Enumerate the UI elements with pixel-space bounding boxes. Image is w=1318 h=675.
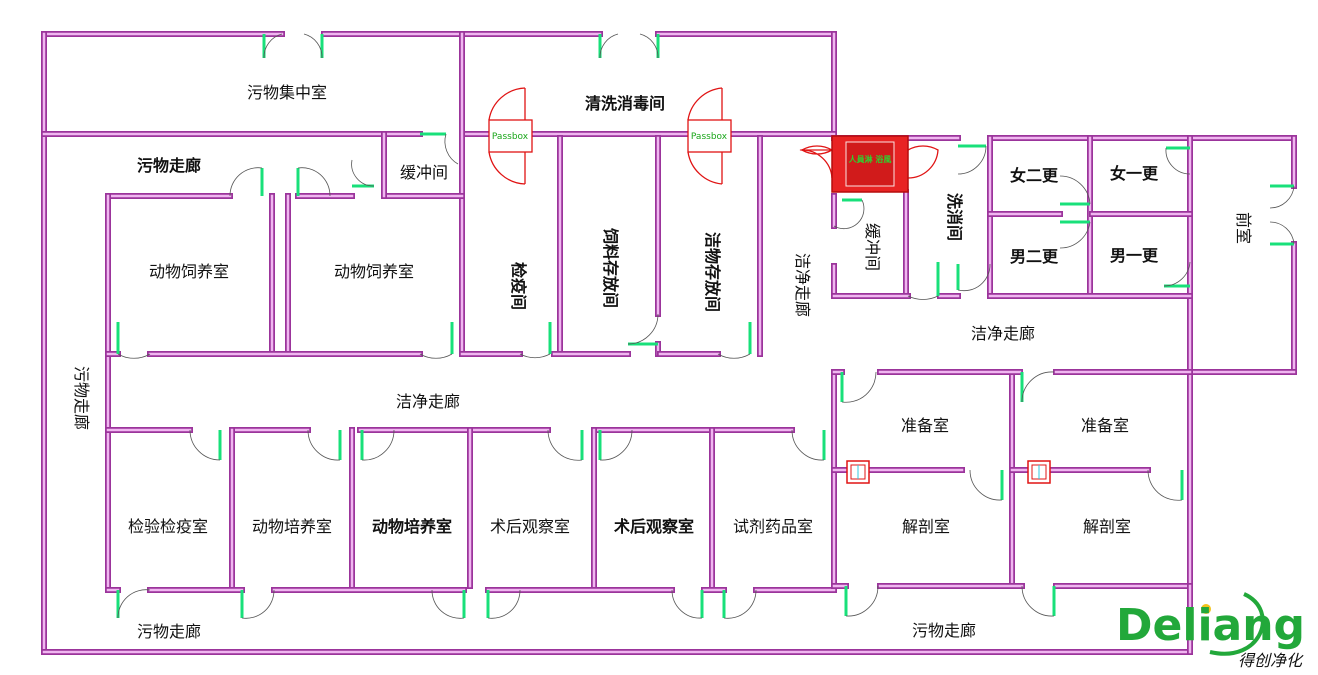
door-swing-arc [639,33,659,59]
room-animal-culture-1: 动物培养室 [252,517,332,536]
room-male-change-1: 男一更 [1110,246,1159,265]
passbox-2: Passbox [687,87,732,185]
corridor-waste-bottom-right: 污物走廊 [912,621,976,640]
door-swing-arc [1269,221,1295,245]
door-swing-arc [303,33,323,59]
room-buffer-1: 缓冲间 [400,163,448,182]
door-swing-arc [627,313,659,345]
door-swing-arc [351,159,375,187]
logo-dot-icon [1201,604,1211,614]
passbox-1-label: Passbox [492,132,529,142]
room-buffer-2: 缓冲间 [863,223,882,271]
room-quarantine: 检疫间 [509,262,528,310]
door-swing-arc [263,33,283,59]
door-swing-arc [1059,221,1091,249]
corridor-clean-east: 洁净走廊 [971,324,1035,343]
door-swing-arc [845,585,879,617]
door-swing-arc [117,353,151,359]
door-swing-arc [297,167,331,197]
logo-subtext: 得创净化 [1238,651,1304,670]
room-dissection-2: 解剖室 [1083,517,1131,536]
door-swing-arc [969,469,1003,501]
room-waste-central: 污物集中室 [247,83,327,102]
door-swing-arc [1021,371,1055,403]
door-swing-arc [1165,147,1191,175]
door-swing-arc [833,199,865,230]
corridor-waste-top: 污物走廊 [137,156,201,175]
door-swing-arc [791,429,825,461]
room-dissection-1: 解剖室 [902,517,950,536]
air-shower: 人員淋 浴風 [799,135,939,193]
door-swing-arc [841,371,877,403]
door-swing-arc [1059,175,1091,205]
room-wash-disinfect: 清洗消毒间 [585,94,665,113]
walls [41,31,1297,655]
room-male-change-2: 男二更 [1010,247,1059,266]
door-swing-arc [1021,585,1055,617]
room-female-change-1: 女一更 [1110,164,1159,183]
door-swing-arc [1269,185,1295,209]
door-swing-arc [229,167,263,197]
door-swing-arc [361,429,395,461]
door-swing-arc [1147,469,1183,501]
door-swing-arc [189,429,221,461]
corridor-clean-vertical: 洁净走廊 [793,253,812,317]
room-clean-storage: 洁物存放间 [703,232,722,312]
door-swing-arc [431,589,465,619]
room-front: 前室 [1234,212,1253,244]
door-swing-arc [957,263,991,292]
corridor-waste-bottom-left: 污物走廊 [137,622,201,641]
door-swing-arc [671,589,703,619]
door-swing-arc [599,429,633,461]
passbox-2-label: Passbox [691,132,728,142]
door-swing-arc [1163,261,1191,287]
door-swing-arc [519,353,551,359]
room-animal-raising-1: 动物饲养室 [149,262,229,281]
room-animal-raising-2: 动物饲养室 [334,262,414,281]
door-swing-arc [307,429,341,461]
deliang-logo: Deliang 得创净化 [1116,592,1305,670]
door-swing-arc [241,589,275,619]
room-animal-culture-2: 动物培养室 [372,517,452,536]
corridor-waste-left: 污物走廊 [72,366,91,430]
logo-text: Deliang [1116,600,1305,651]
room-wash: 洗消间 [945,193,964,241]
small-passbox-2 [1027,460,1051,484]
room-post-op-1: 术后观察室 [490,517,570,536]
door-swing-arc [487,589,521,619]
door-swing-arc [444,133,459,165]
door-swing-arc [907,295,939,300]
room-feed-storage: 饲料存放间 [601,227,620,308]
door-swing-arc [957,145,987,175]
room-post-op-2: 术后观察室 [613,517,694,536]
room-inspection-quarantine: 检验检疫室 [128,517,208,536]
passbox-1: Passbox [488,87,533,185]
door-swing-arc [717,353,751,359]
air-shower-label: 人員淋 浴風 [849,154,892,164]
room-female-change-2: 女二更 [1010,166,1059,185]
door-swing-arc [419,353,453,359]
room-prep-1: 准备室 [901,416,949,435]
room-reagent-drug: 试剂药品室 [733,517,813,536]
door-swing-arc [117,589,151,619]
door-swing-arc [599,33,619,59]
doors [116,33,1295,619]
small-passbox-1 [846,460,870,484]
door-swing-arc [547,429,583,461]
room-prep-2: 准备室 [1081,416,1129,435]
door-swing-arc [723,589,757,619]
corridor-clean-main: 洁净走廊 [396,392,460,411]
